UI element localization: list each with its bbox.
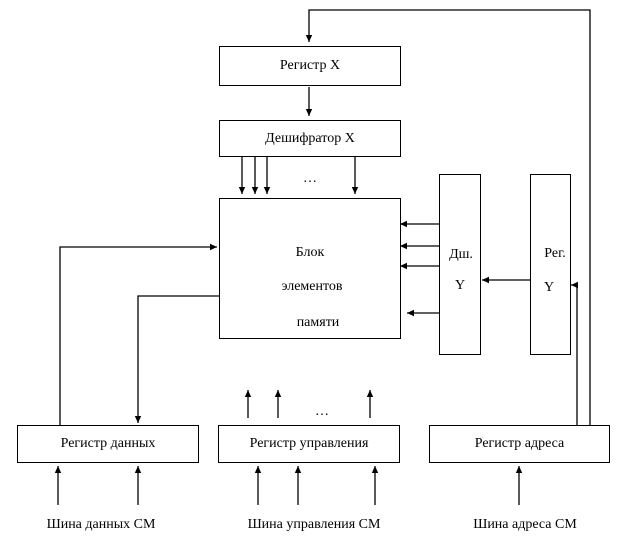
address-to-register-y-arrow: [571, 281, 578, 425]
decoder-y-block: [439, 174, 481, 355]
memory-block-label-line1: Блок: [295, 245, 325, 260]
address-to-register-x-line: [305, 9, 591, 425]
register-x-block: Регистр X: [219, 46, 401, 86]
data-register-block: Регистр данных: [17, 425, 199, 463]
control-register-label: Регистр управления: [249, 436, 369, 451]
register-x-label: Регистр X: [279, 58, 341, 73]
data-register-label: Регистр данных: [60, 436, 156, 451]
register-y-label-line1: Рег.: [544, 246, 566, 261]
control-bus-caption: Шина управления СМ: [247, 517, 381, 532]
register-y-block: [530, 174, 571, 355]
address-bus-caption: Шина адреса СМ: [473, 517, 577, 532]
decoder-x-label: Дешифратор X: [265, 130, 355, 146]
data-bus-caption: Шина данных СМ: [46, 517, 156, 532]
decoder-x-block: Дешифратор X: [219, 120, 401, 157]
control-output-ellipsis: …: [315, 404, 329, 419]
memory-block: [219, 198, 401, 339]
decoder-x-ellipsis: …: [303, 171, 317, 186]
memory-to-data-register-arrow: [134, 295, 219, 423]
address-register-block: Регистр адреса: [429, 425, 610, 463]
decoder-y-label-line2: Y: [454, 278, 466, 293]
control-register-block: Регистр управления: [218, 425, 400, 463]
data-register-to-memory-arrow: [59, 243, 217, 425]
decoder-y-label-line1: Дш.: [449, 247, 473, 262]
memory-block-label-line3: памяти: [296, 315, 340, 330]
register-y-label-line2: Y: [543, 280, 555, 295]
memory-block-label-line2: элементов: [281, 279, 343, 294]
address-register-label: Регистр адреса: [474, 436, 565, 451]
